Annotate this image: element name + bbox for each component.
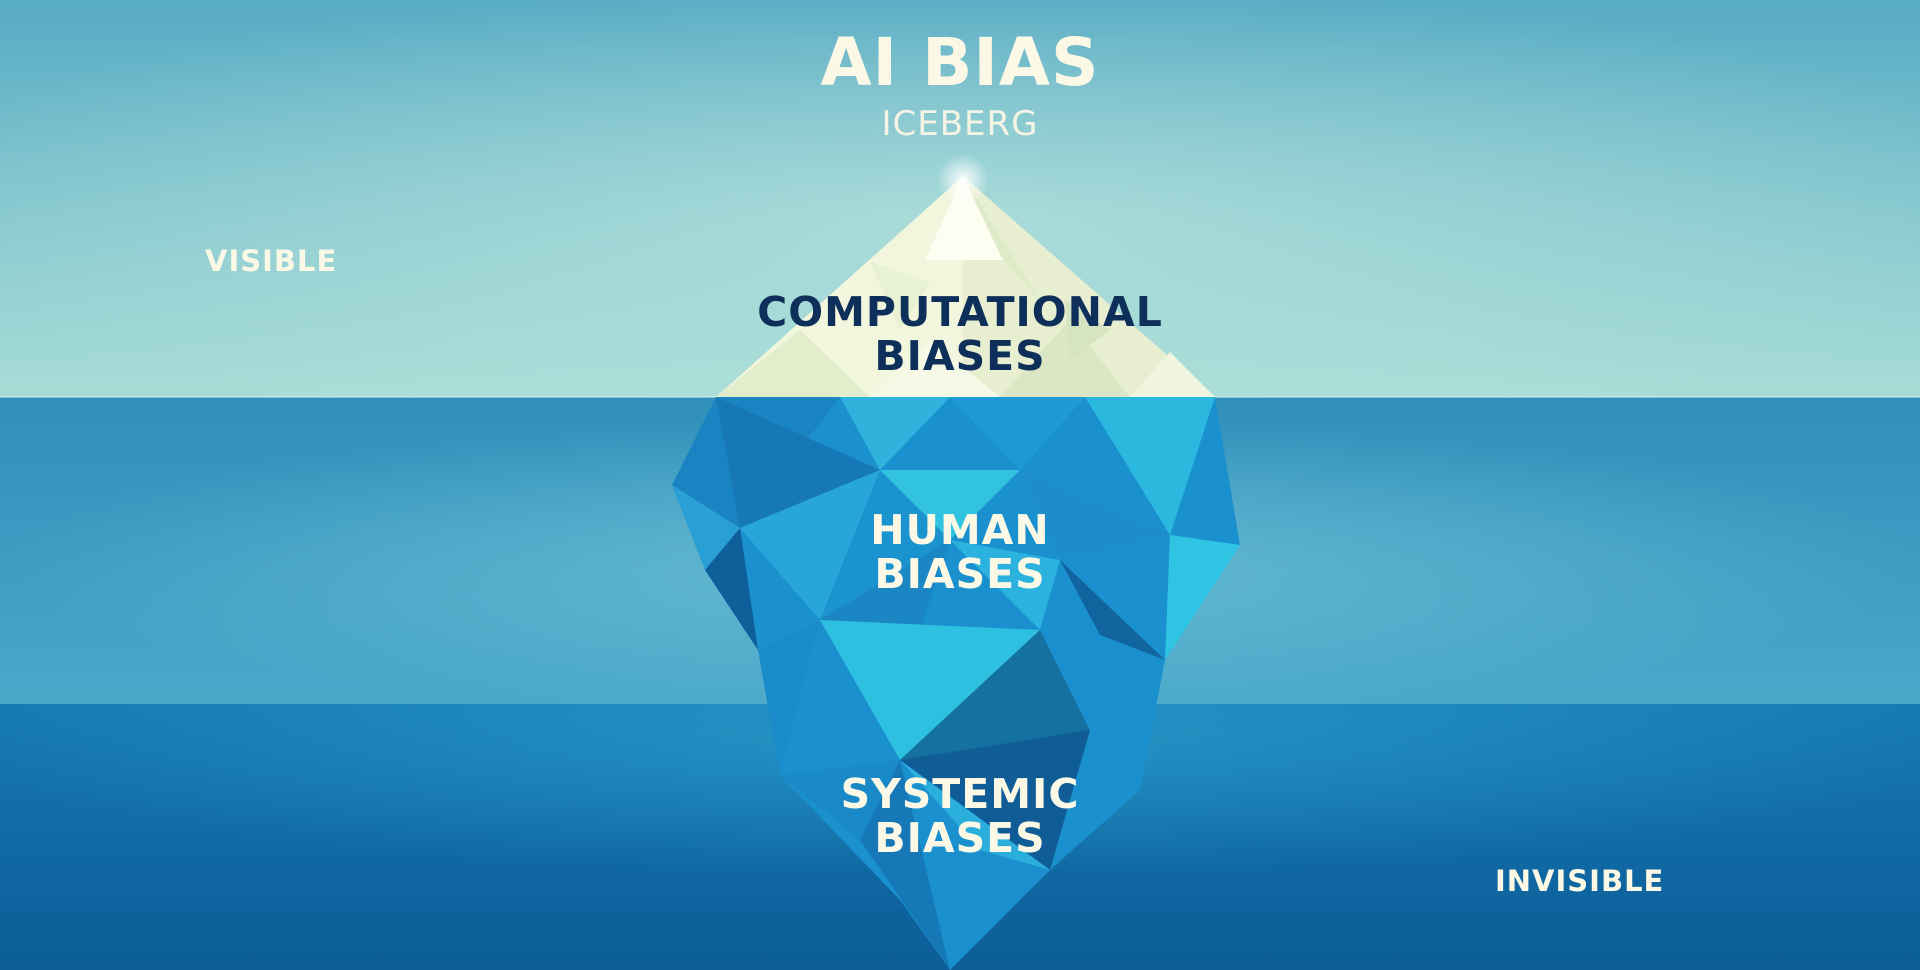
layer-label-line-1: HUMAN bbox=[870, 506, 1050, 554]
invisible-label: INVISIBLE bbox=[1495, 864, 1665, 898]
iceberg-body bbox=[672, 397, 1240, 970]
layer-label-line-1: SYSTEMIC bbox=[840, 770, 1080, 818]
visible-label: VISIBLE bbox=[205, 244, 338, 278]
layer-label-line-2: BIASES bbox=[874, 332, 1046, 380]
peak-sparkle bbox=[937, 154, 989, 206]
page-subtitle: ICEBERG bbox=[881, 104, 1039, 144]
iceberg-tip bbox=[716, 176, 1215, 397]
layer-label-line-2: BIASES bbox=[874, 550, 1046, 598]
layer-label-line-2: BIASES bbox=[874, 814, 1046, 862]
layer-label-line-1: COMPUTATIONAL bbox=[757, 288, 1163, 336]
systemic-biases-label: SYSTEMIC BIASES bbox=[760, 772, 1160, 860]
computational-biases-label: COMPUTATIONAL BIASES bbox=[720, 290, 1200, 378]
human-biases-label: HUMAN BIASES bbox=[760, 508, 1160, 596]
page-title: AI BIAS bbox=[820, 24, 1100, 101]
